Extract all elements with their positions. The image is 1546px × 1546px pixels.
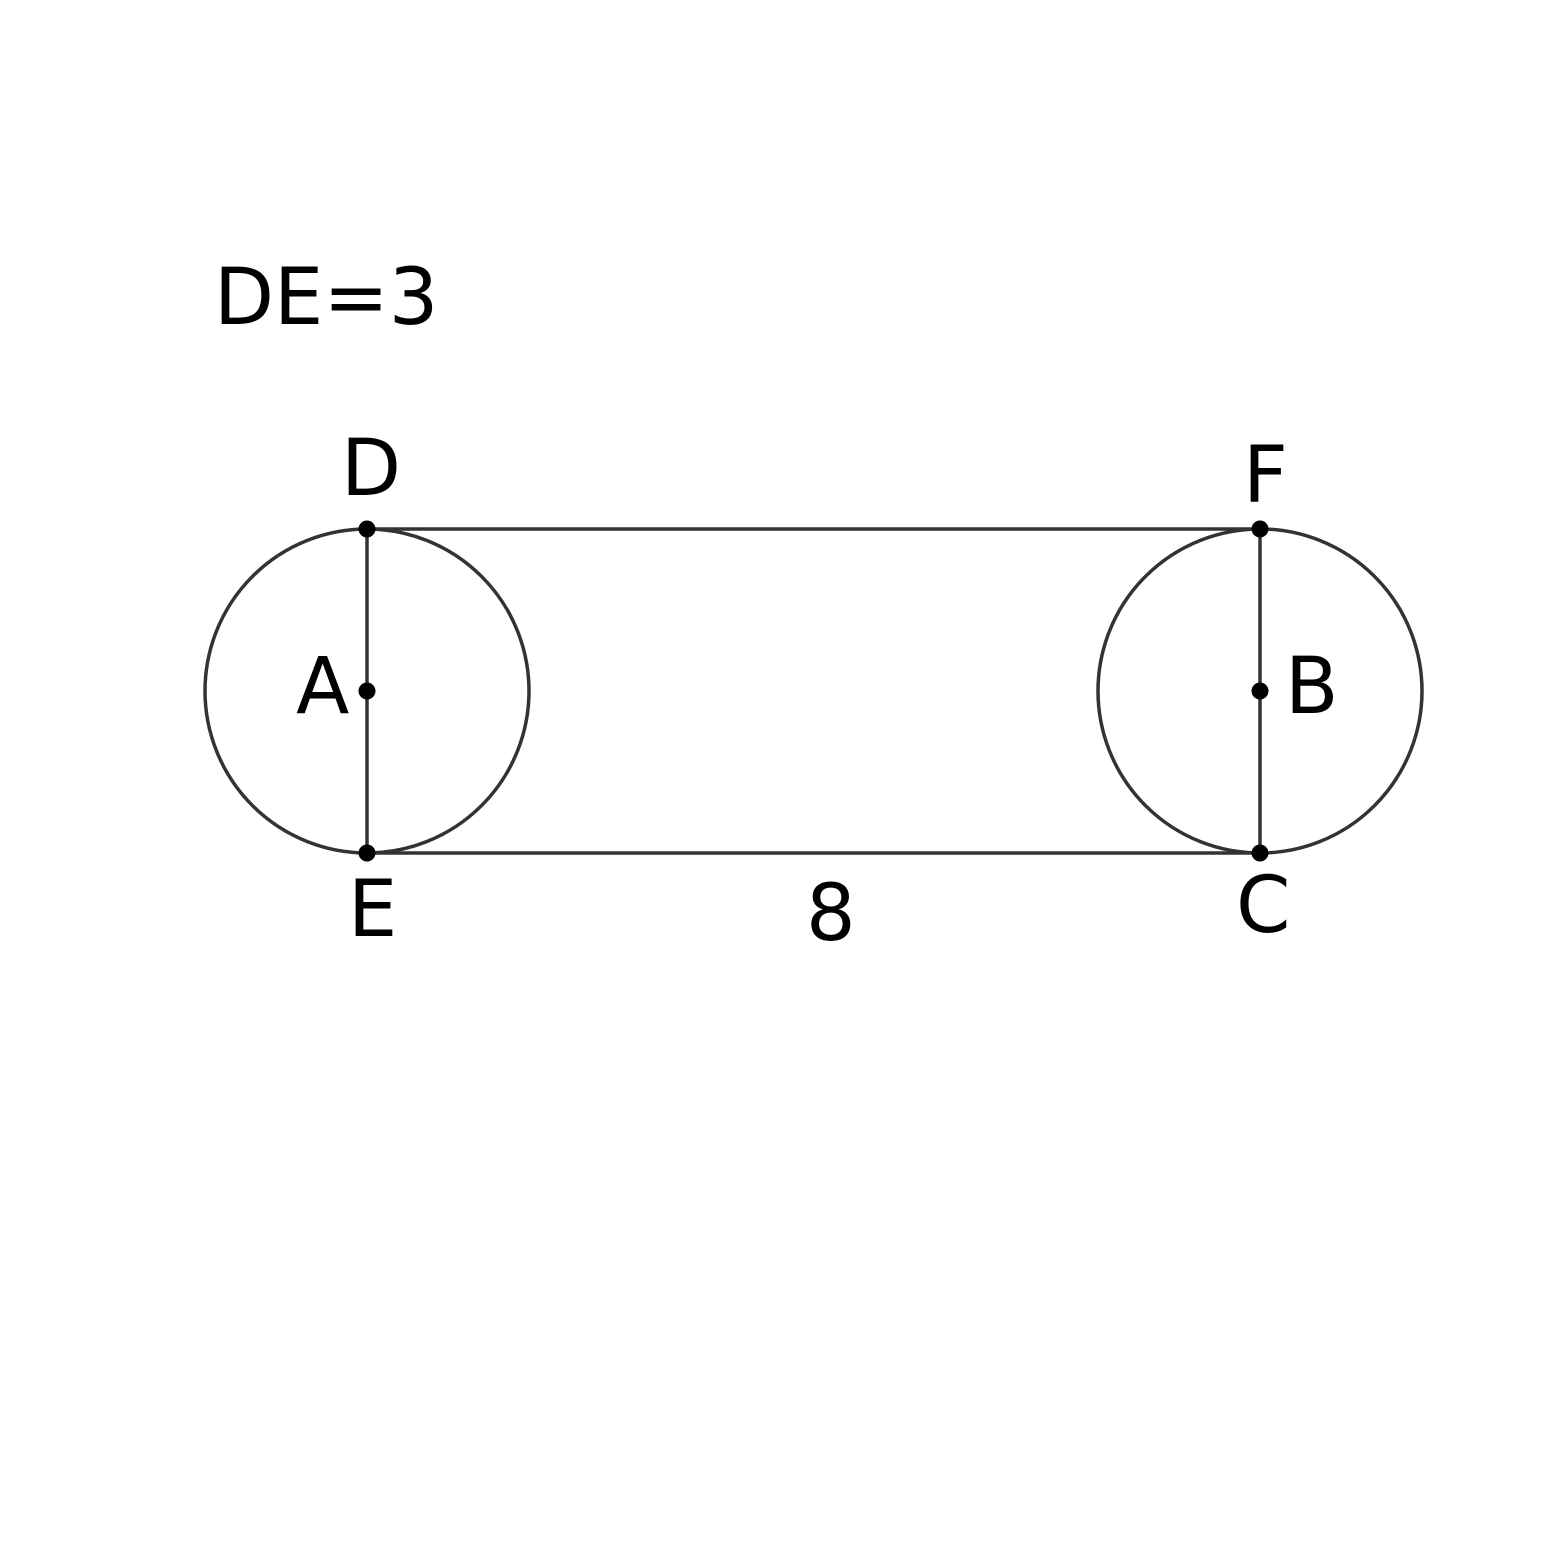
label-c: C — [1236, 861, 1290, 951]
point-e — [358, 844, 376, 862]
given-text: DE=3 — [214, 253, 438, 343]
label-b: B — [1285, 642, 1339, 732]
point-a — [358, 682, 376, 700]
point-c — [1251, 844, 1269, 862]
label-a: A — [296, 642, 349, 732]
point-f — [1251, 520, 1269, 538]
point-b — [1251, 682, 1269, 700]
label-d: D — [341, 424, 401, 514]
label-e: E — [348, 865, 397, 955]
length-label: 8 — [806, 869, 856, 959]
label-f: F — [1243, 431, 1288, 521]
point-d — [358, 520, 376, 538]
